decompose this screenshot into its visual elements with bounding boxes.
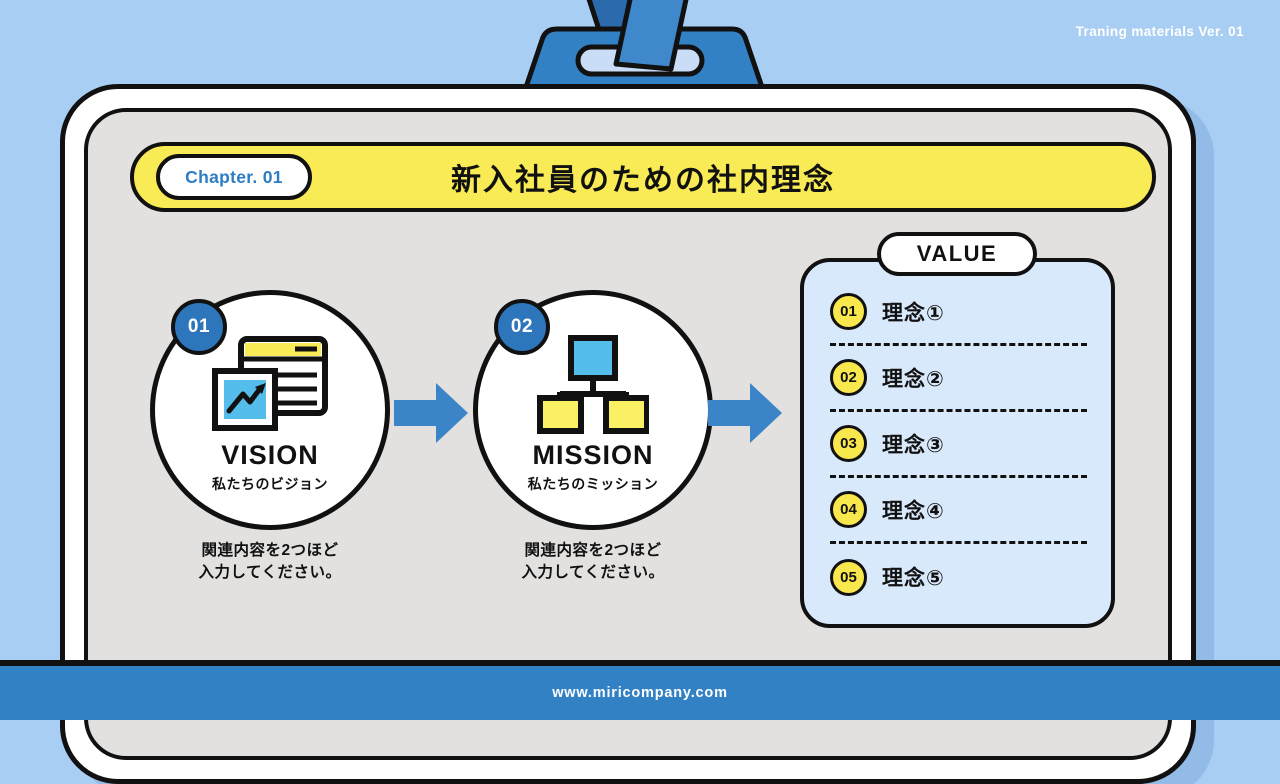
vision-caption: 関連内容を2つほど 入力してください。	[150, 540, 390, 585]
vision-step-circle: 01 VISION 私たちのビジョン	[150, 290, 390, 530]
mission-caption-line2: 入力してください。	[521, 564, 665, 582]
mission-caption: 関連内容を2つほど 入力してください。	[473, 540, 713, 585]
page-title: 新入社員のための社内理念	[451, 164, 835, 197]
value-panel: 01 理念① 02 理念② 03 理念③ 04 理念④ 05 理念⑤	[800, 258, 1115, 628]
arrow-right-icon	[708, 383, 782, 443]
mission-title: MISSION	[532, 440, 654, 470]
value-item-3: 03 理念③	[830, 412, 1087, 478]
footer-url: www.miricompany.com	[552, 685, 728, 701]
version-label: Traning materials Ver. 01	[1075, 24, 1244, 39]
mission-caption-line1: 関連内容を2つほど	[524, 542, 662, 559]
mission-number-badge: 02	[494, 299, 550, 355]
value-item-1-badge: 01	[830, 293, 867, 330]
arrow-right-icon	[394, 383, 468, 443]
chapter-badge: Chapter. 01	[156, 154, 312, 200]
value-item-4-label: 理念④	[882, 499, 945, 523]
org-chart-icon	[537, 335, 649, 434]
value-item-3-badge: 03	[830, 425, 867, 462]
value-item-1-label: 理念①	[882, 301, 945, 325]
header-bar: 新入社員のための社内理念 Chapter. 01	[130, 142, 1156, 212]
mission-step-circle: 02 MISSION 私たちのミッション	[473, 290, 713, 530]
browser-chart-icon	[212, 336, 328, 431]
vision-title: VISION	[221, 440, 319, 470]
vision-caption-line1: 関連内容を2つほど	[201, 542, 339, 559]
value-item-2: 02 理念②	[830, 346, 1087, 412]
vision-subtitle: 私たちのビジョン	[212, 476, 328, 492]
value-item-2-badge: 02	[830, 359, 867, 396]
value-item-2-label: 理念②	[882, 367, 945, 391]
value-item-5-badge: 05	[830, 558, 867, 596]
vision-number-badge: 01	[171, 299, 227, 355]
value-item-4-badge: 04	[830, 491, 867, 528]
value-item-5-label: 理念⑤	[882, 567, 945, 590]
mission-subtitle: 私たちのミッション	[527, 476, 659, 492]
value-item-3-label: 理念③	[882, 433, 945, 457]
lanyard-clip-icon	[521, 0, 767, 95]
lanyard-strap-front-icon	[613, 0, 689, 72]
value-item-4: 04 理念④	[830, 478, 1087, 544]
value-panel-title: VALUE	[877, 232, 1037, 276]
value-item-5: 05 理念⑤	[830, 544, 1087, 610]
vision-caption-line2: 入力してください。	[198, 564, 342, 582]
footer-bar: www.miricompany.com	[0, 660, 1280, 720]
value-item-1: 01 理念①	[830, 280, 1087, 346]
